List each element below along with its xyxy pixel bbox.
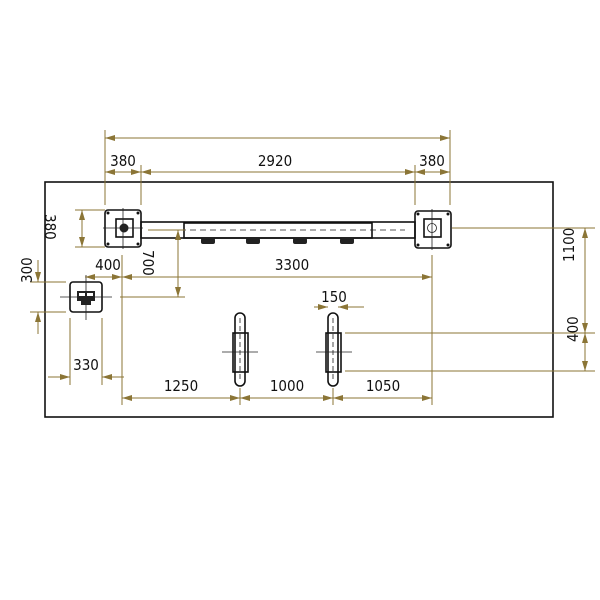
right-slot [316, 312, 352, 387]
dim-top-right: 380 [419, 152, 445, 170]
dim-top-middle: 2920 [258, 152, 292, 170]
dim-bottom-left: 1250 [164, 377, 198, 395]
left-mount-bracket [103, 208, 143, 249]
table-outline [44, 181, 554, 418]
dim-box-width: 330 [73, 356, 99, 374]
dim-bottom-right: 1050 [366, 377, 400, 395]
dim-offset-left: 400 [95, 256, 121, 274]
dim-top-left: 380 [110, 152, 136, 170]
dim-slot-width: 150 [321, 288, 347, 306]
dim-bottom-middle: 1000 [270, 377, 304, 395]
dim-box-height: 300 [18, 257, 36, 283]
dimension-lines [30, 130, 595, 405]
socket-box [60, 275, 112, 320]
beam [140, 221, 416, 244]
right-mount-bracket [414, 209, 452, 250]
dim-offset-vertical: 700 [139, 250, 157, 276]
left-slot [222, 312, 258, 387]
dim-right-lower: 400 [564, 316, 582, 342]
dim-right-upper: 1100 [560, 228, 578, 262]
dim-span: 3300 [275, 256, 309, 274]
dim-bracket-height: 380 [41, 214, 59, 240]
